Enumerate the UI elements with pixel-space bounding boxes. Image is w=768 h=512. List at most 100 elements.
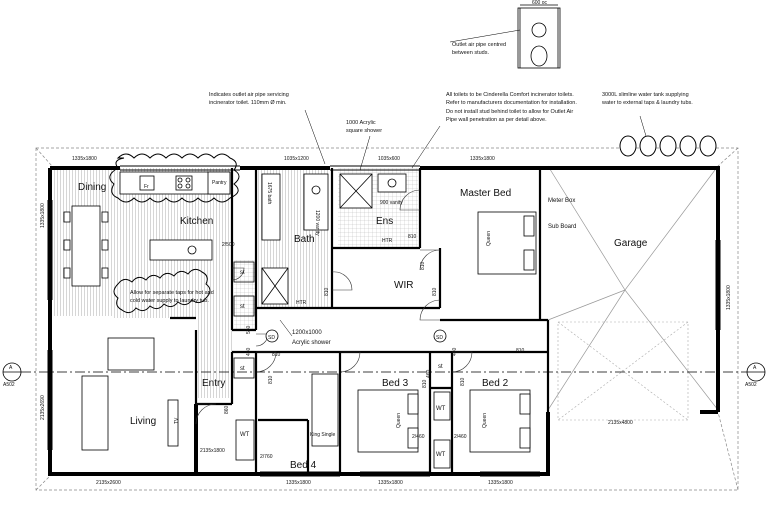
window-dimension: 1335x1800 <box>40 203 46 228</box>
window-dimension: 1335x1800 <box>470 156 495 162</box>
door-dimension: 2/460 <box>454 434 467 440</box>
fridge-label: Fr <box>144 184 149 190</box>
wardrobe-label: WT <box>436 452 446 458</box>
note-outlet-pipe: Indicates outlet air pipe servicing <box>209 92 289 98</box>
section-ref-right: A502 <box>745 382 757 388</box>
storage-cupboards <box>233 261 451 469</box>
section-markers <box>2 329 766 382</box>
eaves-outline <box>35 147 739 491</box>
vanity-1200-label: 1200 vanity <box>314 210 320 236</box>
king-single-label: King Single <box>310 432 336 438</box>
door-dimension: 460 <box>426 369 432 378</box>
room-label-wir: WIR <box>394 280 413 291</box>
bed2-queen-label: Queen <box>482 413 488 428</box>
door-dimension: 2/460 <box>412 434 425 440</box>
note-shower-1200-2: Acrylic shower <box>292 340 331 346</box>
eaves-diagonal <box>35 473 53 491</box>
heater-label-bath: HTR <box>296 300 307 306</box>
water-tank <box>619 135 717 157</box>
door-dimension: 810 <box>420 261 426 270</box>
door-dimension: 460 <box>452 347 458 356</box>
sub-board-label: Sub Board <box>548 224 576 230</box>
window-dimension: 1335x1800 <box>726 285 732 310</box>
note-toilets-3: Do not install stud behind toilet to all… <box>446 109 573 115</box>
note-centred-2: between studs. <box>452 50 489 56</box>
detail-dimension: 600 oc <box>532 0 548 6</box>
window-dimension: 1035x1200 <box>284 156 309 162</box>
note-centred-1: Outlet air pipe centred <box>452 42 506 48</box>
section-letter-right: A <box>753 365 757 371</box>
stud-detail <box>517 4 561 69</box>
window-segments <box>47 165 721 477</box>
note-taps-1: Allow for separate taps for hot and <box>130 290 214 296</box>
door-dimension: 810 <box>432 287 438 296</box>
note-tank-1: 3000L slimline water tank supplying <box>602 92 689 98</box>
vanity-900-label: 900 vanity <box>380 200 403 206</box>
storage-label: st <box>240 366 245 372</box>
door-dimension: 560 <box>246 325 252 334</box>
door-dimension: 810 <box>408 234 417 240</box>
eaves-diagonal <box>717 147 739 167</box>
eaves-diagonal <box>717 411 739 491</box>
door-dimension: 810 <box>272 352 281 358</box>
room-label-master-bed: Master Bed <box>460 188 511 199</box>
note-toilets-4: Pipe wall penetration as per detail abov… <box>446 117 547 123</box>
window-dimension: 1035x600 <box>378 156 400 162</box>
bed3-queen-label: Queen <box>396 413 402 428</box>
door-dimension: 460 <box>246 347 252 356</box>
room-label-entry: Entry <box>202 378 225 389</box>
bath-fixtures <box>261 173 407 305</box>
door-dimension: 810 <box>324 287 330 296</box>
section-ref-left: A502 <box>3 382 15 388</box>
note-toilets-1: All toilets to be Cinderella Comfort inc… <box>446 92 574 98</box>
laundry-floor-tile <box>234 260 256 330</box>
storage-label: st <box>240 304 245 310</box>
room-label-bath: Bath <box>294 234 315 245</box>
storage-label: st <box>240 270 245 276</box>
garage-roof-line <box>547 289 719 411</box>
door-dimension: 2/760 <box>260 454 273 460</box>
room-label-kitchen: Kitchen <box>180 216 213 227</box>
room-label-garage: Garage <box>614 238 648 249</box>
hall-floor-hatch <box>196 318 232 398</box>
window-dimension: 1335x1800 <box>488 480 513 486</box>
window-dimension: 2135x2600 <box>96 480 121 486</box>
storage-label: st <box>438 364 443 370</box>
dining-table <box>63 205 109 287</box>
smoke-detector-label: SD <box>436 335 443 341</box>
window-dimension: 2135x2690 <box>40 395 46 420</box>
garage-roof-line <box>547 289 626 321</box>
bath-1675-label: 1675 bath <box>266 182 272 204</box>
living-furniture <box>81 337 179 451</box>
revision-clouds <box>109 153 240 314</box>
beds <box>311 211 537 453</box>
meter-box-label: Meter Box <box>548 198 575 204</box>
heater-label-ens: HTR <box>382 238 393 244</box>
room-label-bed3: Bed 3 <box>382 378 409 389</box>
note-toilets-2: Refer to manufacturers documentation for… <box>446 100 577 106</box>
door-dimension: 810 <box>268 375 274 384</box>
door-dimension: 860 <box>224 405 230 414</box>
driveway-outline <box>557 321 689 421</box>
note-tank-2: water to external taps & laundry tubs. <box>601 100 693 106</box>
note-outlet-pipe-2: incinerator toilet. 110mm Ø min. <box>209 100 287 106</box>
room-label-dining: Dining <box>78 182 106 193</box>
door-dimension: 810 <box>422 379 428 388</box>
pantry-label: Pantry <box>212 180 227 186</box>
note-shower-1000: 1000 Acrylic <box>346 120 376 126</box>
room-label-bed2: Bed 2 <box>482 378 509 389</box>
garage-door-dimension: 2135x4800 <box>608 420 633 426</box>
room-label-ens: Ens <box>376 216 393 227</box>
window-dimension: 1335x1800 <box>286 480 311 486</box>
note-taps-2: cold water supply to laundry tub. <box>130 298 209 304</box>
section-letter-left: A <box>9 365 13 371</box>
wardrobe-label: WT <box>240 432 250 438</box>
window-dimension: 1335x1800 <box>72 156 97 162</box>
master-queen-label: Queen <box>486 231 492 246</box>
tv-label: TV <box>174 417 180 424</box>
smoke-detector-label: SD <box>268 335 275 341</box>
door-dimension: 2/500 <box>222 242 235 248</box>
note-shower-1000-2: square shower <box>346 128 382 134</box>
